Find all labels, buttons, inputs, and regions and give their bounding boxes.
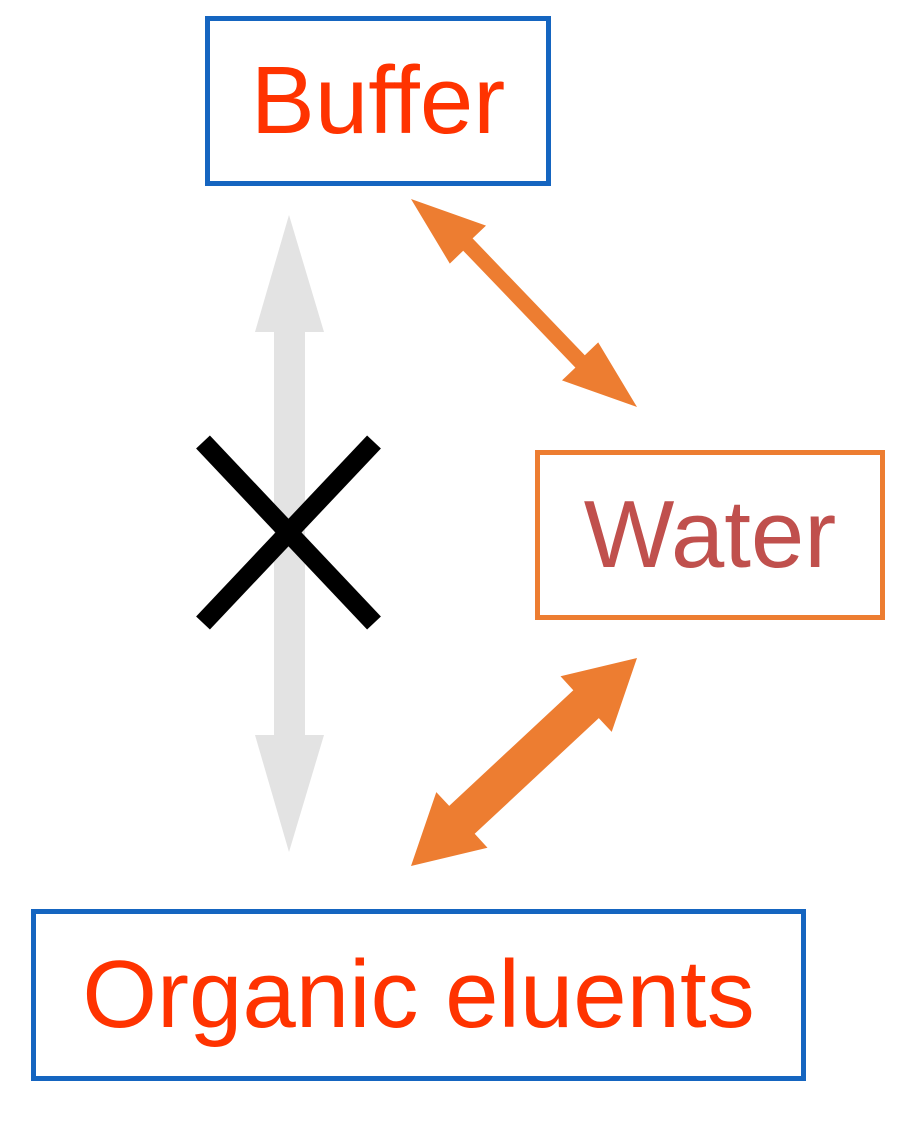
water-label: Water	[583, 481, 837, 588]
organic-eluents-node: Organic eluents	[31, 909, 806, 1081]
buffer-node: Buffer	[205, 16, 551, 186]
water-node: Water	[535, 450, 885, 620]
organic-eluents-label: Organic eluents	[82, 941, 755, 1048]
water-organic-arrow	[411, 658, 637, 866]
buffer-label: Buffer	[250, 47, 506, 154]
cross-icon	[196, 435, 381, 630]
buffer-water-arrow	[411, 199, 637, 407]
